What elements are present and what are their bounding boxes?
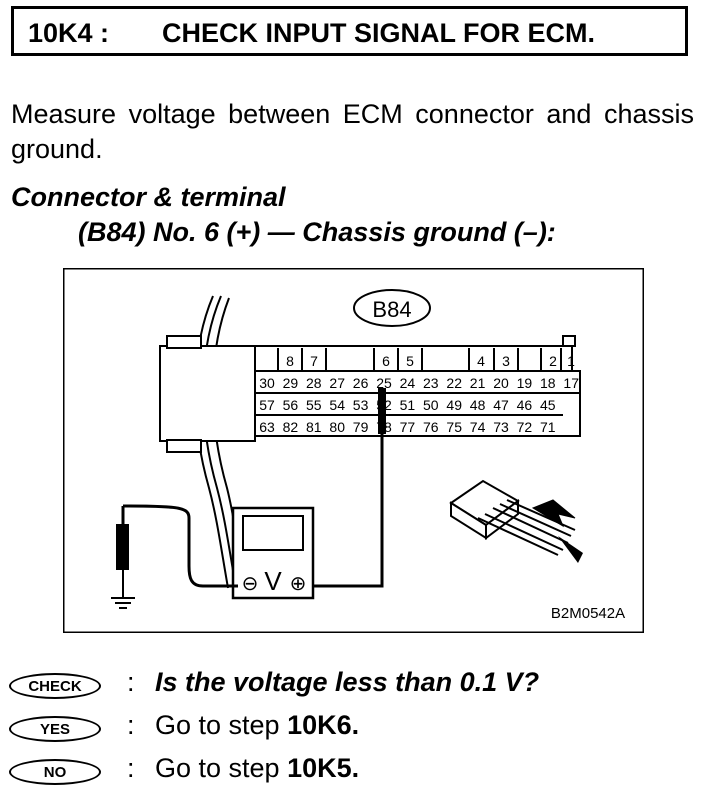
- terminal-number: 47: [493, 397, 509, 413]
- terminal-number: 4: [477, 353, 485, 369]
- yes-colon: :: [127, 710, 135, 740]
- connector-terminal-detail: (B84) No. 6 (+) — Chassis ground (–):: [78, 217, 556, 247]
- yes-badge: YES: [9, 716, 101, 742]
- harness-curve-2: [202, 295, 237, 589]
- terminal-number: 23: [423, 375, 439, 391]
- ecm-connector: [159, 335, 581, 453]
- terminal-number: 82: [283, 419, 299, 435]
- terminal-number: 18: [540, 375, 556, 391]
- step-title: CHECK INPUT SIGNAL FOR ECM.: [162, 18, 596, 48]
- terminal-number: 28: [306, 375, 322, 391]
- voltmeter-v-symbol: V: [264, 566, 282, 596]
- terminal-number: 76: [423, 419, 439, 435]
- step-number: 10K4 :: [28, 18, 110, 48]
- terminal-number: 79: [353, 419, 369, 435]
- terminal-number: 27: [329, 375, 345, 391]
- terminal-number: 21: [470, 375, 486, 391]
- positive-lead: [308, 434, 384, 588]
- terminal-number: 56: [283, 397, 299, 413]
- connector-view-icon: [449, 479, 583, 563]
- terminal-number: 75: [446, 419, 462, 435]
- no-action: Go to step 10K5.: [155, 753, 359, 784]
- terminal-number: 5: [406, 353, 414, 369]
- terminal-number: 50: [423, 397, 439, 413]
- terminal-number: 54: [329, 397, 345, 413]
- terminal-number: 8: [286, 353, 294, 369]
- terminal-number: 1: [567, 353, 575, 369]
- terminal-number: 25: [376, 375, 392, 391]
- terminal-number: 19: [517, 375, 533, 391]
- step-title-box: 10K4 : CHECK INPUT SIGNAL FOR ECM.: [11, 6, 688, 56]
- positive-probe: [378, 388, 386, 434]
- terminal-number: 77: [400, 419, 416, 435]
- diagram-frame: [63, 268, 644, 633]
- terminal-number: 51: [400, 397, 416, 413]
- terminal-number: 30: [259, 375, 275, 391]
- terminal-number: 29: [283, 375, 299, 391]
- terminal-number: 71: [540, 419, 556, 435]
- terminal-number: 17: [563, 375, 579, 391]
- voltmeter-plus-terminal: ⊕: [290, 573, 307, 595]
- voltmeter: ⊖ V ⊕: [231, 506, 315, 600]
- terminal-number: 26: [353, 375, 369, 391]
- terminal-number: 20: [493, 375, 509, 391]
- terminal-number: 2: [549, 353, 557, 369]
- connector-label-oval: [353, 289, 431, 327]
- terminal-number: 48: [470, 397, 486, 413]
- yes-go-to-text: Go to step: [155, 710, 280, 740]
- no-badge: NO: [9, 759, 101, 785]
- check-question: Is the voltage less than 0.1 V?: [155, 667, 540, 697]
- check-badge: CHECK: [9, 673, 101, 699]
- yes-step-ref: 10K6.: [287, 710, 360, 740]
- terminal-number: 55: [306, 397, 322, 413]
- terminal-number: 74: [470, 419, 486, 435]
- terminal-number: 22: [446, 375, 462, 391]
- connector-terminal-heading: Connector & terminal: [11, 182, 286, 212]
- check-colon: :: [127, 667, 135, 697]
- no-colon: :: [127, 753, 135, 783]
- terminal-number: 45: [540, 397, 556, 413]
- figure-code: B2M0542A: [551, 605, 625, 622]
- terminal-number: 49: [446, 397, 462, 413]
- terminal-number: 7: [310, 353, 318, 369]
- voltmeter-minus-terminal: ⊖: [242, 573, 259, 595]
- terminal-number: 81: [306, 419, 322, 435]
- terminal-number: 73: [493, 419, 509, 435]
- terminal-number: 57: [259, 397, 275, 413]
- no-go-to-text: Go to step: [155, 753, 280, 783]
- chassis-ground-icon: [111, 570, 135, 609]
- terminal-number: 24: [400, 375, 416, 391]
- terminal-number: 53: [353, 397, 369, 413]
- terminal-number: 63: [259, 419, 275, 435]
- negative-lead: [123, 504, 238, 588]
- terminal-number: 3: [502, 353, 510, 369]
- yes-action: Go to step 10K6.: [155, 710, 359, 741]
- terminal-number: 72: [517, 419, 533, 435]
- no-step-ref: 10K5.: [287, 753, 360, 783]
- terminal-number: 6: [382, 353, 390, 369]
- instruction-text: Measure voltage between ECM connector an…: [11, 99, 694, 164]
- terminal-number: 46: [517, 397, 533, 413]
- negative-probe: [116, 524, 129, 570]
- connector-label: B84: [372, 297, 411, 322]
- terminal-number: 80: [329, 419, 345, 435]
